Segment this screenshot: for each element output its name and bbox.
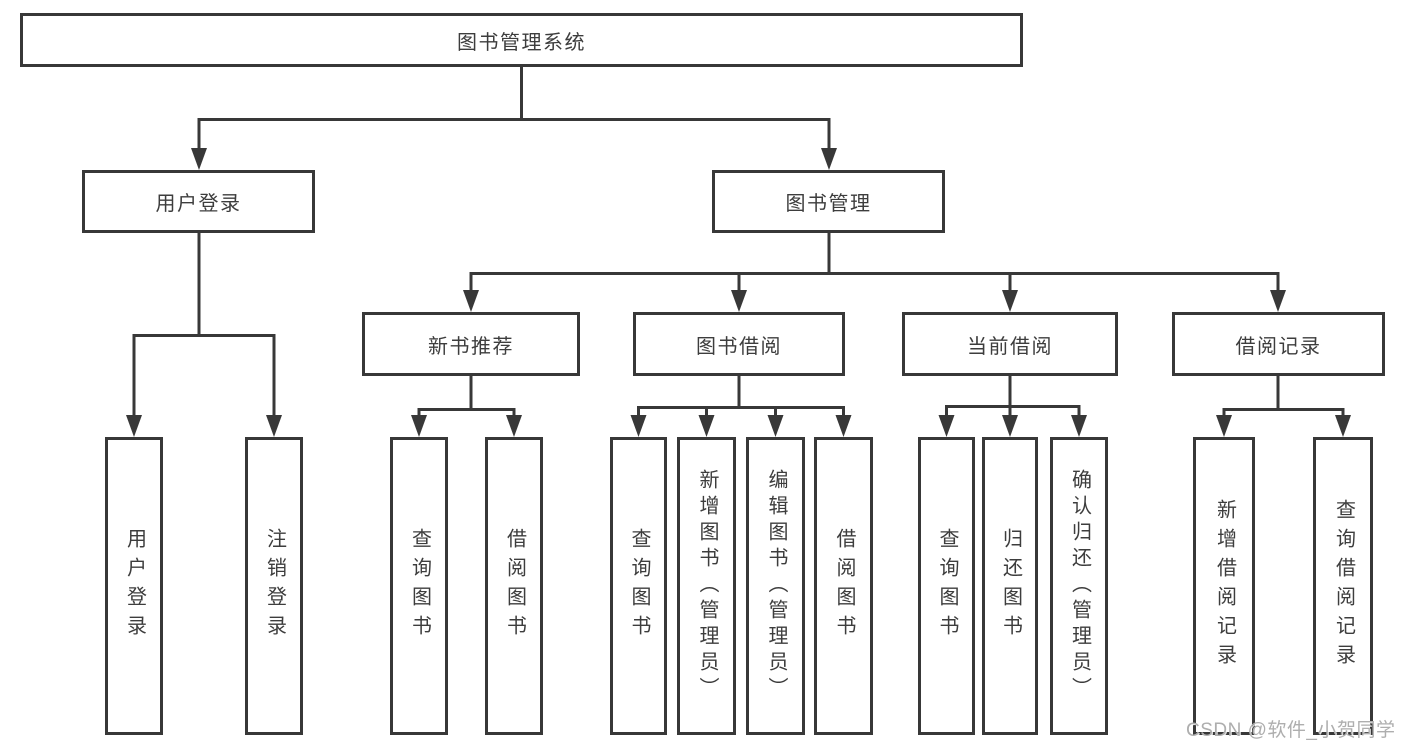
node-book-borrow-label: 图书借阅 xyxy=(696,335,782,358)
leaf-query-books-new-label: 查询图书 xyxy=(408,528,431,644)
node-user-login: 用户登录 xyxy=(82,170,315,233)
leaf-query-borrow-record: 查询借阅记录 xyxy=(1313,437,1373,735)
leaf-borrow-books-mgmt-label: 借阅图书 xyxy=(833,528,855,644)
leaf-confirm-return: 确认归还（管理员） xyxy=(1050,437,1108,735)
leaf-borrow-books-mgmt: 借阅图书 xyxy=(814,437,873,735)
leaf-borrow-books-new-label: 借阅图书 xyxy=(503,528,526,644)
leaf-return-books: 归还图书 xyxy=(982,437,1038,735)
leaf-query-books-cur: 查询图书 xyxy=(918,437,975,735)
leaf-query-books-mgmt: 查询图书 xyxy=(610,437,667,735)
tree-connectors xyxy=(132,66,1345,419)
leaf-logout: 注销登录 xyxy=(245,437,303,735)
node-root-label: 图书管理系统 xyxy=(457,31,586,54)
leaf-user-login: 用户登录 xyxy=(105,437,163,735)
leaf-logout-label: 注销登录 xyxy=(263,528,286,644)
leaf-add-books-label: 新增图书（管理员） xyxy=(696,469,718,703)
node-book-mgmt-label: 图书管理 xyxy=(785,193,872,215)
node-book-borrow: 图书借阅 xyxy=(633,312,845,376)
node-current-borrow-label: 当前借阅 xyxy=(967,335,1053,358)
node-borrow-records-label: 借阅记录 xyxy=(1235,335,1322,358)
leaf-confirm-return-label: 确认归还（管理员） xyxy=(1068,469,1091,703)
leaf-edit-books: 编辑图书（管理员） xyxy=(746,437,805,735)
leaf-edit-books-label: 编辑图书（管理员） xyxy=(765,469,787,703)
node-book-mgmt: 图书管理 xyxy=(712,170,945,233)
leaf-user-login-label: 用户登录 xyxy=(123,528,146,644)
leaf-add-books: 新增图书（管理员） xyxy=(677,437,736,735)
leaf-query-books-mgmt-label: 查询图书 xyxy=(628,528,650,644)
arrowheads xyxy=(126,148,1351,437)
node-borrow-records: 借阅记录 xyxy=(1172,312,1385,376)
leaf-return-books-label: 归还图书 xyxy=(999,528,1022,644)
node-root: 图书管理系统 xyxy=(20,13,1023,67)
leaf-query-books-new: 查询图书 xyxy=(390,437,448,735)
node-new-book-rec: 新书推荐 xyxy=(362,312,580,376)
leaf-add-borrow-record-label: 新增借阅记录 xyxy=(1213,499,1236,673)
node-user-login-label: 用户登录 xyxy=(155,193,242,215)
leaf-query-borrow-record-label: 查询借阅记录 xyxy=(1332,499,1355,673)
leaf-query-books-cur-label: 查询图书 xyxy=(936,528,958,644)
leaf-add-borrow-record: 新增借阅记录 xyxy=(1193,437,1255,735)
leaf-borrow-books-new: 借阅图书 xyxy=(485,437,543,735)
watermark: CSDN @软件_小贺同学 xyxy=(1186,720,1396,741)
node-current-borrow: 当前借阅 xyxy=(902,312,1118,376)
node-new-book-rec-label: 新书推荐 xyxy=(428,335,514,358)
